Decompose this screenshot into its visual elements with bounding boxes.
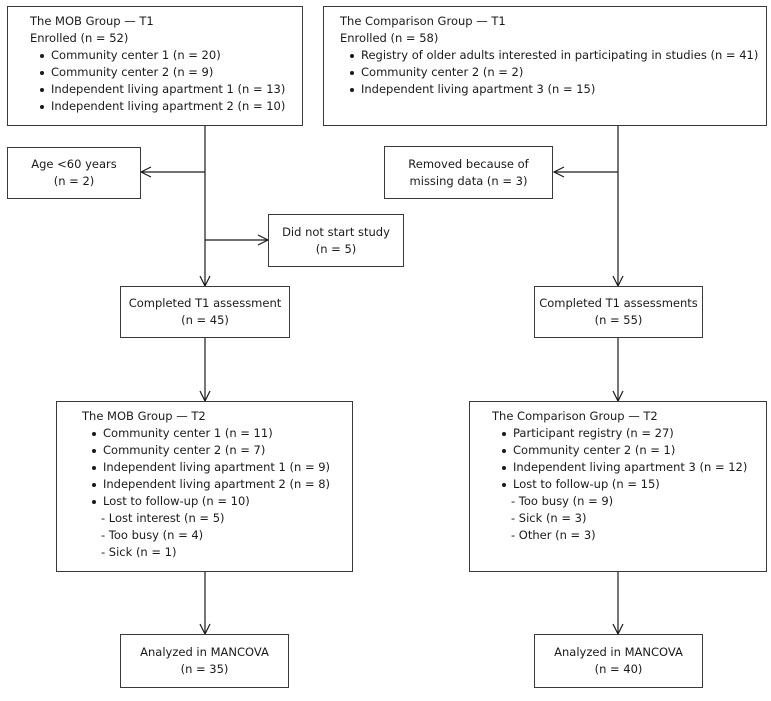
list-item: Independent living apartment 1 (n = 9) [82,459,352,476]
list-item: Independent living apartment 2 (n = 10) [30,98,302,115]
box-line: (n = 5) [315,241,357,256]
mob-t1-enrolled: Enrolled (n = 52) [30,31,129,45]
list-item: - Sick (n = 1) [101,545,177,559]
mob-t2-box: The MOB Group — T2 Community center 1 (n… [56,401,353,572]
box-line: Completed T1 assessments [539,296,698,310]
comparison-removed-box: Removed because of missing data (n = 3) [384,146,553,199]
mob-completed-t1-box: Completed T1 assessment (n = 45) [120,286,290,338]
box-line: (n = 55) [594,313,643,327]
mob-t2-title: The MOB Group — T2 [82,409,206,423]
list-item: - Too busy (n = 4) [101,528,204,542]
list-item: Community center 2 (n = 2) [340,64,766,81]
comparison-t2-box: The Comparison Group — T2 Participant re… [469,401,767,572]
list-item: Lost to follow-up (n = 10) [82,493,352,510]
list-item: - Other (n = 3) [511,528,596,542]
comparison-t1-box: The Comparison Group — T1 Enrolled (n = … [323,6,767,126]
comparison-analyzed-box: Analyzed in MANCOVA (n = 40) [534,634,703,688]
list-item: Registry of older adults interested in p… [340,47,766,64]
mob-t1-title: The MOB Group — T1 [30,14,154,28]
list-item: Community center 2 (n = 1) [492,442,766,459]
box-line: Completed T1 assessment [128,296,282,310]
mob-excluded-age-box: Age <60 years (n = 2) [7,147,141,199]
mob-t1-box: The MOB Group — T1 Enrolled (n = 52) Com… [7,6,303,126]
box-line: (n = 35) [180,662,229,676]
list-item: Independent living apartment 3 (n = 15) [340,81,766,98]
comparison-t1-title: The Comparison Group — T1 [340,14,506,28]
box-line: Removed because of [408,156,529,171]
box-line: Age <60 years [31,157,117,171]
list-item: - Sick (n = 3) [511,511,587,525]
list-item: Community center 2 (n = 9) [30,64,302,81]
box-line: Did not start study [282,224,390,239]
list-item: Participant registry (n = 27) [492,425,766,442]
list-item: Community center 1 (n = 20) [30,47,302,64]
list-item: Community center 2 (n = 7) [82,442,352,459]
comparison-completed-t1-box: Completed T1 assessments (n = 55) [534,286,703,338]
mob-analyzed-box: Analyzed in MANCOVA (n = 35) [120,634,289,688]
box-line: (n = 45) [181,313,229,327]
list-item: Independent living apartment 2 (n = 8) [82,476,352,493]
list-item: Independent living apartment 3 (n = 12) [492,459,766,476]
box-line: (n = 40) [594,662,643,676]
box-line: (n = 2) [53,174,95,188]
comparison-t2-title: The Comparison Group — T2 [492,409,658,423]
box-line: Analyzed in MANCOVA [140,645,269,659]
comparison-t1-enrolled: Enrolled (n = 58) [340,31,439,45]
list-item: - Lost interest (n = 5) [101,511,225,525]
box-line: missing data (n = 3) [409,173,528,188]
list-item: Independent living apartment 1 (n = 13) [30,81,302,98]
box-line: Analyzed in MANCOVA [554,645,683,659]
list-item: Lost to follow-up (n = 15) [492,476,766,493]
list-item: Community center 1 (n = 11) [82,425,352,442]
mob-did-not-start-box: Did not start study (n = 5) [268,214,404,267]
list-item: - Too busy (n = 9) [511,494,614,508]
